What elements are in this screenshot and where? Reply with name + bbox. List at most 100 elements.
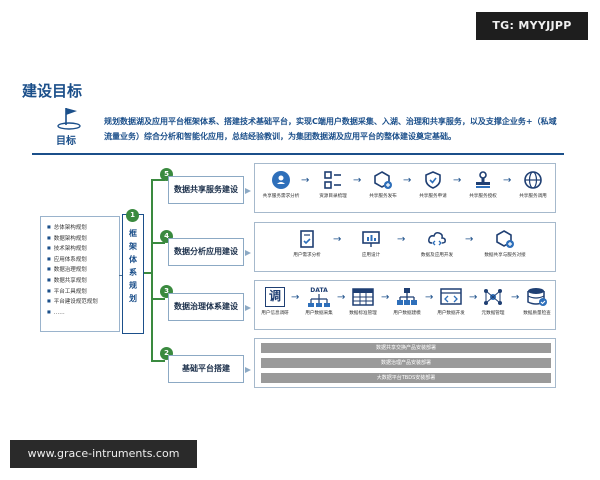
arrow-icon: →: [353, 175, 362, 186]
database-check-icon: [527, 288, 547, 306]
goal-label: 目标: [56, 136, 76, 147]
arrow-icon: →: [403, 175, 412, 186]
panel-data-governance: 调 用户信息调研 → DATA 用户数据采集 → 数据标准管理 → 用户数据建模: [254, 280, 556, 330]
flow-step-label: 应用设计: [361, 253, 381, 258]
arrow-icon: →: [301, 175, 310, 186]
panel-data-analysis: 用户需求分析 → 应用设计 → 数据及应用开发 → 数据共享与服务对接: [254, 222, 556, 272]
list-item: 平台建设规范规划: [47, 296, 119, 307]
flow-step: 资源目录梳理: [313, 170, 353, 199]
page-title: 建设目标: [22, 82, 83, 100]
arrow-icon: →: [453, 175, 462, 186]
watermark-top: TG: MYYJJPP: [476, 12, 588, 40]
deploy-bar: 数据共享交换产品安装部署: [261, 343, 551, 353]
hierarchy-icon: [397, 288, 417, 305]
connector-line: [151, 179, 165, 181]
arrow-icon: →: [333, 234, 342, 245]
data-flow-icon: DATA: [305, 287, 333, 307]
flow-step: 数据标准管理: [343, 287, 383, 316]
divider: [32, 153, 564, 155]
survey-glyph-icon: 调: [265, 287, 285, 307]
section-label-data-sharing: 数据共享服务建设: [168, 176, 251, 204]
globe-icon: [524, 171, 542, 189]
arrow-icon: →: [425, 292, 434, 303]
flow-step-label: 用户数据开发: [437, 311, 465, 316]
flow-step-label: 共享服务授权: [469, 194, 497, 199]
arrow-icon: →: [381, 292, 390, 303]
flow-step: 用户需求分析: [285, 229, 329, 258]
flow-step-label: 数据共享与服务对接: [484, 253, 526, 258]
list-item: 应用体系规划: [47, 254, 119, 265]
list-item: 平台工具规划: [47, 286, 119, 297]
flow-step: 共享服务申请: [413, 170, 453, 199]
flow-step: 用户数据开发: [431, 287, 471, 316]
catalog-list-icon: [324, 171, 341, 189]
flow-step: 共享服务需求分析: [261, 170, 301, 199]
panel-data-sharing: 共享服务需求分析 → 资源目录梳理 → 共享服务发布 → 共享服务申请 →: [254, 163, 556, 213]
stamp-icon: [476, 171, 490, 188]
data-glyph: DATA: [310, 287, 328, 294]
document-check-icon: [300, 230, 314, 248]
code-window-icon: [440, 288, 462, 305]
flow-step: 数据质量检查: [517, 287, 557, 316]
flow-step-label: 资源目录梳理: [319, 194, 347, 199]
arrow-icon: →: [337, 292, 346, 303]
section-label-data-analysis: 数据分析应用建设: [168, 238, 251, 266]
list-item: 技术架构规划: [47, 243, 119, 254]
flow-step-label: 共享服务调用: [519, 194, 547, 199]
flow-step-label: 用户信息调研: [261, 311, 289, 316]
arrow-icon: →: [503, 175, 512, 186]
flow-step: 用户数据建模: [387, 287, 427, 316]
flag-icon: [57, 108, 81, 130]
connector-line: [151, 360, 165, 362]
list-item: ……: [47, 307, 119, 318]
cube-plus-icon: [496, 230, 514, 248]
deploy-bar: 大数据平台TBDS安装部署: [261, 373, 551, 383]
flow-step-label: 共享服务申请: [419, 194, 447, 199]
list-item: 总体架构规划: [47, 222, 119, 233]
flow-step-label: 共享服务发布: [369, 194, 397, 199]
presentation-chart-icon: [362, 231, 380, 247]
goal-text: 规划数据湖及应用平台框架体系、搭建技术基础平台，实现C端用户数据采集、入湖、治理…: [104, 117, 557, 141]
flow-lines-icon: [308, 294, 330, 307]
list-item: 数据治理规划: [47, 264, 119, 275]
flow-step: 共享服务授权: [463, 170, 503, 199]
flow-step: 共享服务调用: [513, 170, 553, 199]
flow-step: 元数据管理: [473, 287, 513, 316]
network-node-icon: [484, 289, 502, 305]
flow-step-label: 用户数据采集: [305, 311, 333, 316]
section-label-data-governance: 数据治理体系建设: [168, 293, 251, 321]
arrow-icon: →: [291, 292, 300, 303]
flow-step-label: 元数据管理: [481, 311, 505, 316]
flow-step-label: 用户数据建模: [393, 311, 421, 316]
cube-plus-icon: [374, 171, 392, 189]
flow-step: 数据共享与服务对接: [477, 229, 533, 258]
deploy-bar: 数据治理产品安装部署: [261, 358, 551, 368]
table-grid-icon: [352, 288, 374, 306]
shield-check-icon: [425, 171, 441, 189]
connector-line: [151, 298, 165, 300]
flow-step: 应用设计: [349, 229, 393, 258]
flow-step-label: 数据及应用开发: [420, 253, 454, 258]
section-label-base-platform: 基础平台搭建: [168, 355, 251, 383]
step-number-1: 1: [126, 209, 139, 222]
arrow-icon: →: [511, 292, 520, 303]
flow-step-label: 数据标准管理: [349, 311, 377, 316]
flow-step: 共享服务发布: [363, 170, 403, 199]
cloud-code-icon: [428, 232, 446, 246]
user-network-icon: [272, 171, 290, 189]
flow-step: DATA 用户数据采集: [299, 287, 339, 316]
flow-step-label: 数据质量检查: [523, 311, 551, 316]
flow-step-label: 用户需求分析: [293, 253, 321, 258]
flow-step: 调 用户信息调研: [255, 287, 295, 316]
framework-label: 框架体系规划: [129, 229, 137, 303]
arrow-icon: →: [469, 292, 478, 303]
panel-base-platform: 数据共享交换产品安装部署 数据治理产品安装部署 大数据平台TBDS安装部署: [254, 338, 556, 388]
arrow-icon: →: [397, 234, 406, 245]
flow-step-label: 共享服务需求分析: [262, 194, 300, 199]
arrow-icon: →: [465, 234, 474, 245]
watermark-bottom: www.grace-intruments.com: [10, 440, 197, 468]
connector-line: [151, 242, 165, 244]
flow-step: 数据及应用开发: [413, 229, 461, 258]
list-item: 数据共享规划: [47, 275, 119, 286]
framework-box: 框架体系规划: [122, 214, 144, 334]
